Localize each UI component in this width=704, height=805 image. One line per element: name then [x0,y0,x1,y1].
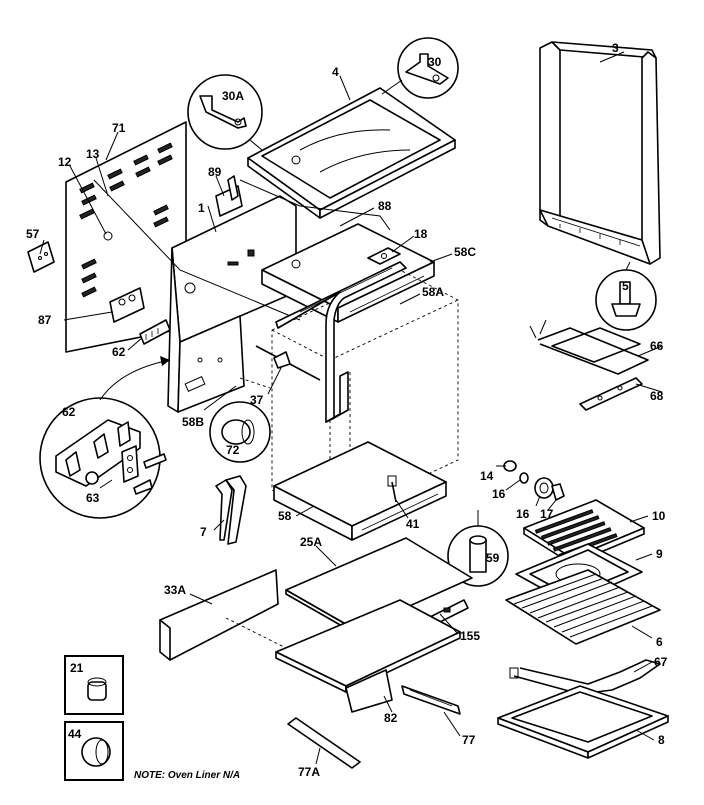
label-62a: 62 [112,345,126,359]
door-frame-part-3 [539,41,661,265]
label-41: 41 [406,517,420,531]
label-71: 71 [112,121,126,135]
small-parts-14-16-17 [503,460,565,501]
label-88: 88 [378,199,392,213]
label-21: 21 [70,661,84,675]
label-14: 14 [480,469,494,483]
part-77a [287,717,361,769]
label-89: 89 [208,165,222,179]
boxed-part-44 [64,721,124,781]
label-58b: 58B [182,415,204,429]
label-8: 8 [658,733,665,747]
label-87: 87 [38,313,52,327]
label-66: 66 [650,339,664,353]
callout-59 [447,510,509,587]
guide-line-2 [239,377,271,389]
label-77a: 77A [298,765,320,779]
label-16b: 16 [516,507,530,521]
label-3: 3 [612,41,619,55]
label-18: 18 [414,227,428,241]
broil-element-part-66 [529,319,649,375]
label-67: 67 [654,655,668,669]
rod-part-37 [255,345,321,381]
part-33a [159,569,279,661]
leader-lines [39,51,663,765]
label-13: 13 [86,147,100,161]
label-82: 82 [384,711,398,725]
note-text: NOTE: Oven Liner N/A [134,770,240,781]
label-30a: 30A [222,89,244,103]
part-77 [401,685,461,715]
side-body-part-1 [93,179,301,413]
label-44: 44 [68,727,82,741]
callout-30 [381,37,459,99]
handle-part-7 [215,475,247,545]
insulation-wrap-part-58a [275,261,407,423]
label-155: 155 [460,629,480,643]
label-77: 77 [462,733,476,747]
label-4: 4 [332,65,339,79]
label-16a: 16 [492,487,506,501]
label-58a: 58A [422,285,444,299]
label-59: 59 [486,551,500,565]
oven-rack-part-6 [505,569,661,645]
top-panel-part-4 [247,87,456,219]
label-30: 30 [428,55,442,69]
label-63: 63 [86,491,100,505]
guide-line [225,617,287,649]
label-37: 37 [250,393,264,407]
label-5: 5 [622,279,629,293]
label-1: 1 [198,201,205,215]
label-6: 6 [656,635,663,649]
wire-part-88 [239,179,391,231]
label-58: 58 [278,509,292,523]
insulation-top-part-58c [261,223,435,323]
label-7: 7 [200,525,207,539]
label-10: 10 [652,509,666,523]
bracket-part-89 [215,175,243,217]
label-57: 57 [26,227,40,241]
label-17: 17 [540,507,554,521]
bottom-tray-part-82 [275,599,461,713]
part-41 [387,475,397,503]
insulation-bottom-part-58 [273,441,447,541]
plate-part-57 [27,241,55,273]
callout-5 [595,261,657,331]
bracket-part-87 [109,287,145,323]
callout-72 [209,401,271,463]
oven-bottom-part-8 [497,685,669,759]
label-62b: 62 [62,405,76,419]
label-72: 72 [226,443,240,457]
boxed-part-21 [64,655,124,715]
label-33a: 33A [164,583,186,597]
label-68: 68 [650,389,664,403]
label-25a: 25A [300,535,322,549]
callout-30a [187,74,263,151]
part-68 [579,377,643,411]
label-9: 9 [656,547,663,561]
label-12: 12 [58,155,72,169]
back-panel-part-71 [65,121,187,353]
part-labels: 3 4 30 30A 71 12 13 89 1 88 18 58C 57 87… [26,41,668,781]
label-58c: 58C [454,245,476,259]
callout-62-63 [39,356,171,519]
